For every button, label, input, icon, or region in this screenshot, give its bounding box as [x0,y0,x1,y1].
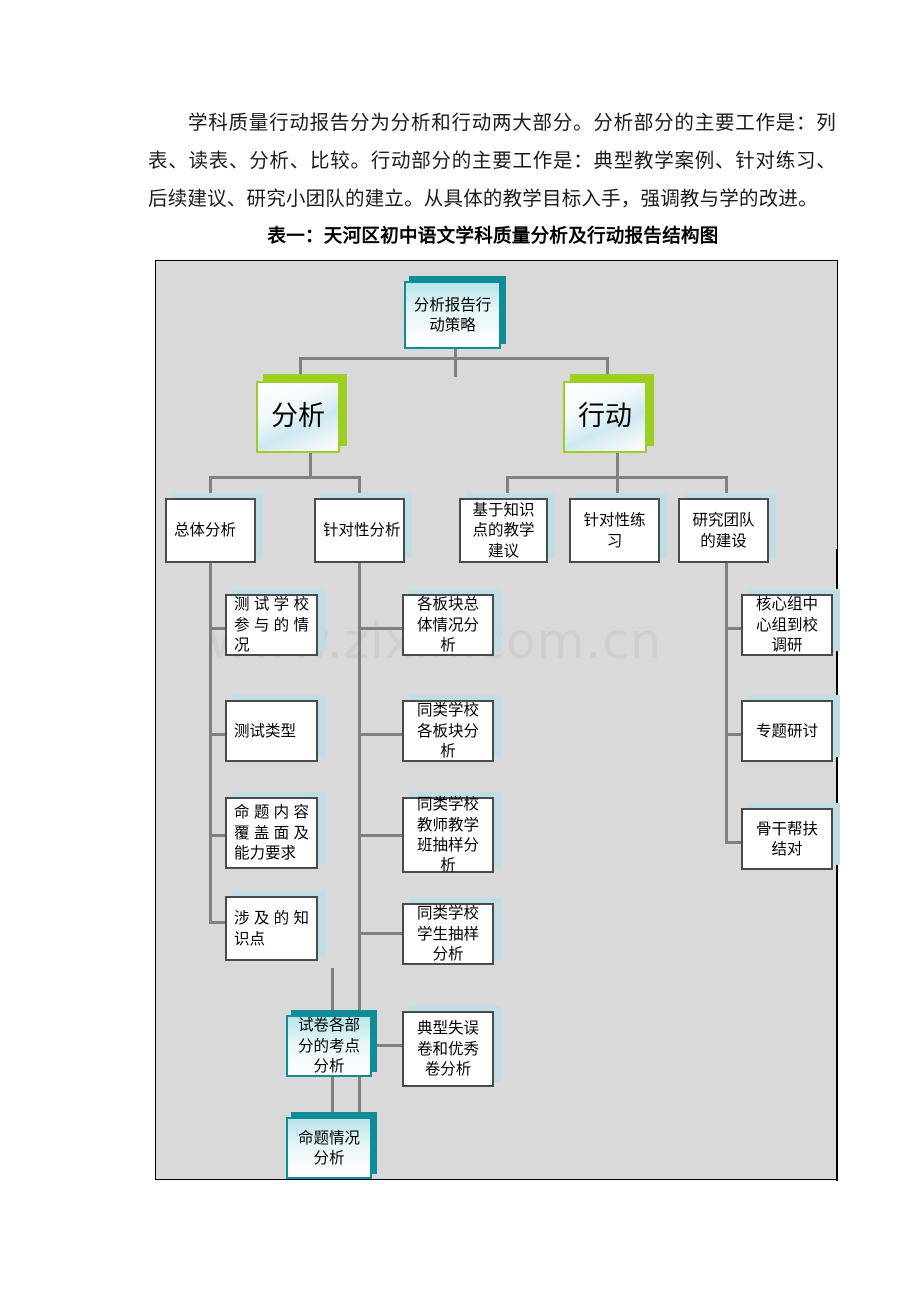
node-school-participation-label: 测试学校参与的情况 [234,595,309,655]
connector-analysis-down [309,446,312,478]
connector-team-b2 [725,733,741,736]
node-knowledge-points-label: 涉及的知识点 [234,909,309,948]
node-school-participation[interactable]: 测试学校参与的情况 [225,594,318,656]
node-backbone-pairing[interactable]: 骨干帮扶结对 [741,808,833,870]
node-root-label: 分析报告行动策略 [413,295,492,334]
node-peer-school-modules[interactable]: 同类学校各板块分析 [402,700,494,762]
node-content-coverage-label: 命题内容覆盖面及能力要求 [234,803,309,863]
diagram-edge-segment-2 [836,619,838,719]
node-proposition-analysis[interactable]: 命题情况分析 [286,1117,372,1179]
node-knowledge-teaching-advice-label: 基于知识点的教学建议 [472,500,535,560]
node-peer-school-teacher-class-sampling-label: 同类学校教师教学班抽样分析 [416,795,479,875]
node-module-overall-situation[interactable]: 各板块总体情况分析 [402,594,494,656]
node-root[interactable]: 分析报告行动策略 [404,281,501,349]
structure-diagram: www.zixin.com.cn [155,260,840,1181]
node-research-team-building[interactable]: 研究团队的建设 [678,498,769,563]
diagram-edge-segment-5 [836,937,838,1181]
node-typical-error-excellent-papers-label: 典型失误卷和优秀卷分析 [416,1019,479,1079]
figure-title: 表一：天河区初中语文学科质量分析及行动报告结构图 [267,226,719,247]
connector-overall-b2 [209,733,225,736]
connector-level2-right-drop [606,357,609,379]
connector-targeted-trunk [358,552,361,1147]
connector-team-b3 [725,841,741,844]
diagram-edge-segment-4 [836,827,838,937]
node-targeted-analysis-label: 针对性分析 [323,521,401,540]
diagram-edge-segment-1 [836,549,838,619]
node-research-team-building-label: 研究团队的建设 [692,511,755,550]
node-action-label: 行动 [578,401,632,433]
node-typical-error-excellent-papers[interactable]: 典型失误卷和优秀卷分析 [402,1011,494,1087]
connector-overall-b4 [209,921,225,924]
node-overall-analysis[interactable]: 总体分析 [165,498,256,563]
connector-targeted-b2 [358,733,402,736]
node-thematic-seminar-label: 专题研讨 [755,721,818,740]
node-content-coverage[interactable]: 命题内容覆盖面及能力要求 [225,797,318,869]
node-test-type-label: 测试类型 [234,721,297,740]
node-overall-analysis-label: 总体分析 [174,521,237,540]
connector-overall-b1 [209,627,225,630]
node-peer-school-student-sampling-label: 同类学校学生抽样分析 [416,904,479,964]
intro-paragraph: 学科质量行动报告分为分析和行动两大部分。分析部分的主要工作是：列表、读表、分析、… [148,111,836,210]
node-targeted-practice-label: 针对性练习 [583,511,646,550]
node-peer-school-modules-label: 同类学校各板块分析 [416,701,479,761]
connector-analysis-bus-right [358,476,361,498]
node-core-group-school-visit[interactable]: 核心组中心组到校调研 [741,594,833,656]
connector-team-trunk [725,552,728,844]
node-targeted-analysis[interactable]: 针对性分析 [314,498,405,563]
node-analysis[interactable]: 分析 [256,381,340,453]
connector-root-down [454,344,457,377]
connector-targeted-b1 [358,627,402,630]
node-test-type[interactable]: 测试类型 [225,700,318,762]
node-thematic-seminar[interactable]: 专题研讨 [741,700,833,762]
connector-action-bus-mid [616,476,619,498]
node-module-overall-situation-label: 各板块总体情况分析 [416,595,479,655]
connector-targeted-b3 [358,834,402,837]
node-backbone-pairing-label: 骨干帮扶结对 [755,819,818,858]
diagram-edge-segment-3 [836,719,838,827]
node-proposition-analysis-label: 命题情况分析 [297,1128,360,1167]
connector-overall-trunk [209,552,212,924]
connector-overall-b3 [209,834,225,837]
node-action[interactable]: 行动 [563,381,647,453]
connector-action-bus-right [725,476,728,498]
node-core-group-school-visit-label: 核心组中心组到校调研 [755,595,818,655]
connector-level2-bus [299,357,609,360]
connector-level2-left-drop [299,357,302,379]
connector-team-b1 [725,627,741,630]
node-peer-school-student-sampling[interactable]: 同类学校学生抽样分析 [402,903,494,965]
connector-analysis-bus [209,476,361,479]
connector-targeted-b4 [358,932,402,935]
node-peer-school-teacher-class-sampling[interactable]: 同类学校教师教学班抽样分析 [402,795,494,875]
connector-action-bus-left [506,476,509,498]
connector-targeted-b5 [358,1044,402,1047]
connector-analysis-bus-left [209,476,212,498]
node-knowledge-points[interactable]: 涉及的知识点 [225,896,318,961]
node-analysis-label: 分析 [271,401,325,433]
node-knowledge-teaching-advice[interactable]: 基于知识点的教学建议 [459,498,548,563]
node-paper-section-analysis-label: 试卷各部分的考点分析 [297,1016,360,1076]
node-paper-section-analysis[interactable]: 试卷各部分的考点分析 [286,1015,372,1077]
connector-action-down [616,446,619,478]
node-targeted-practice[interactable]: 针对性练习 [569,498,660,563]
